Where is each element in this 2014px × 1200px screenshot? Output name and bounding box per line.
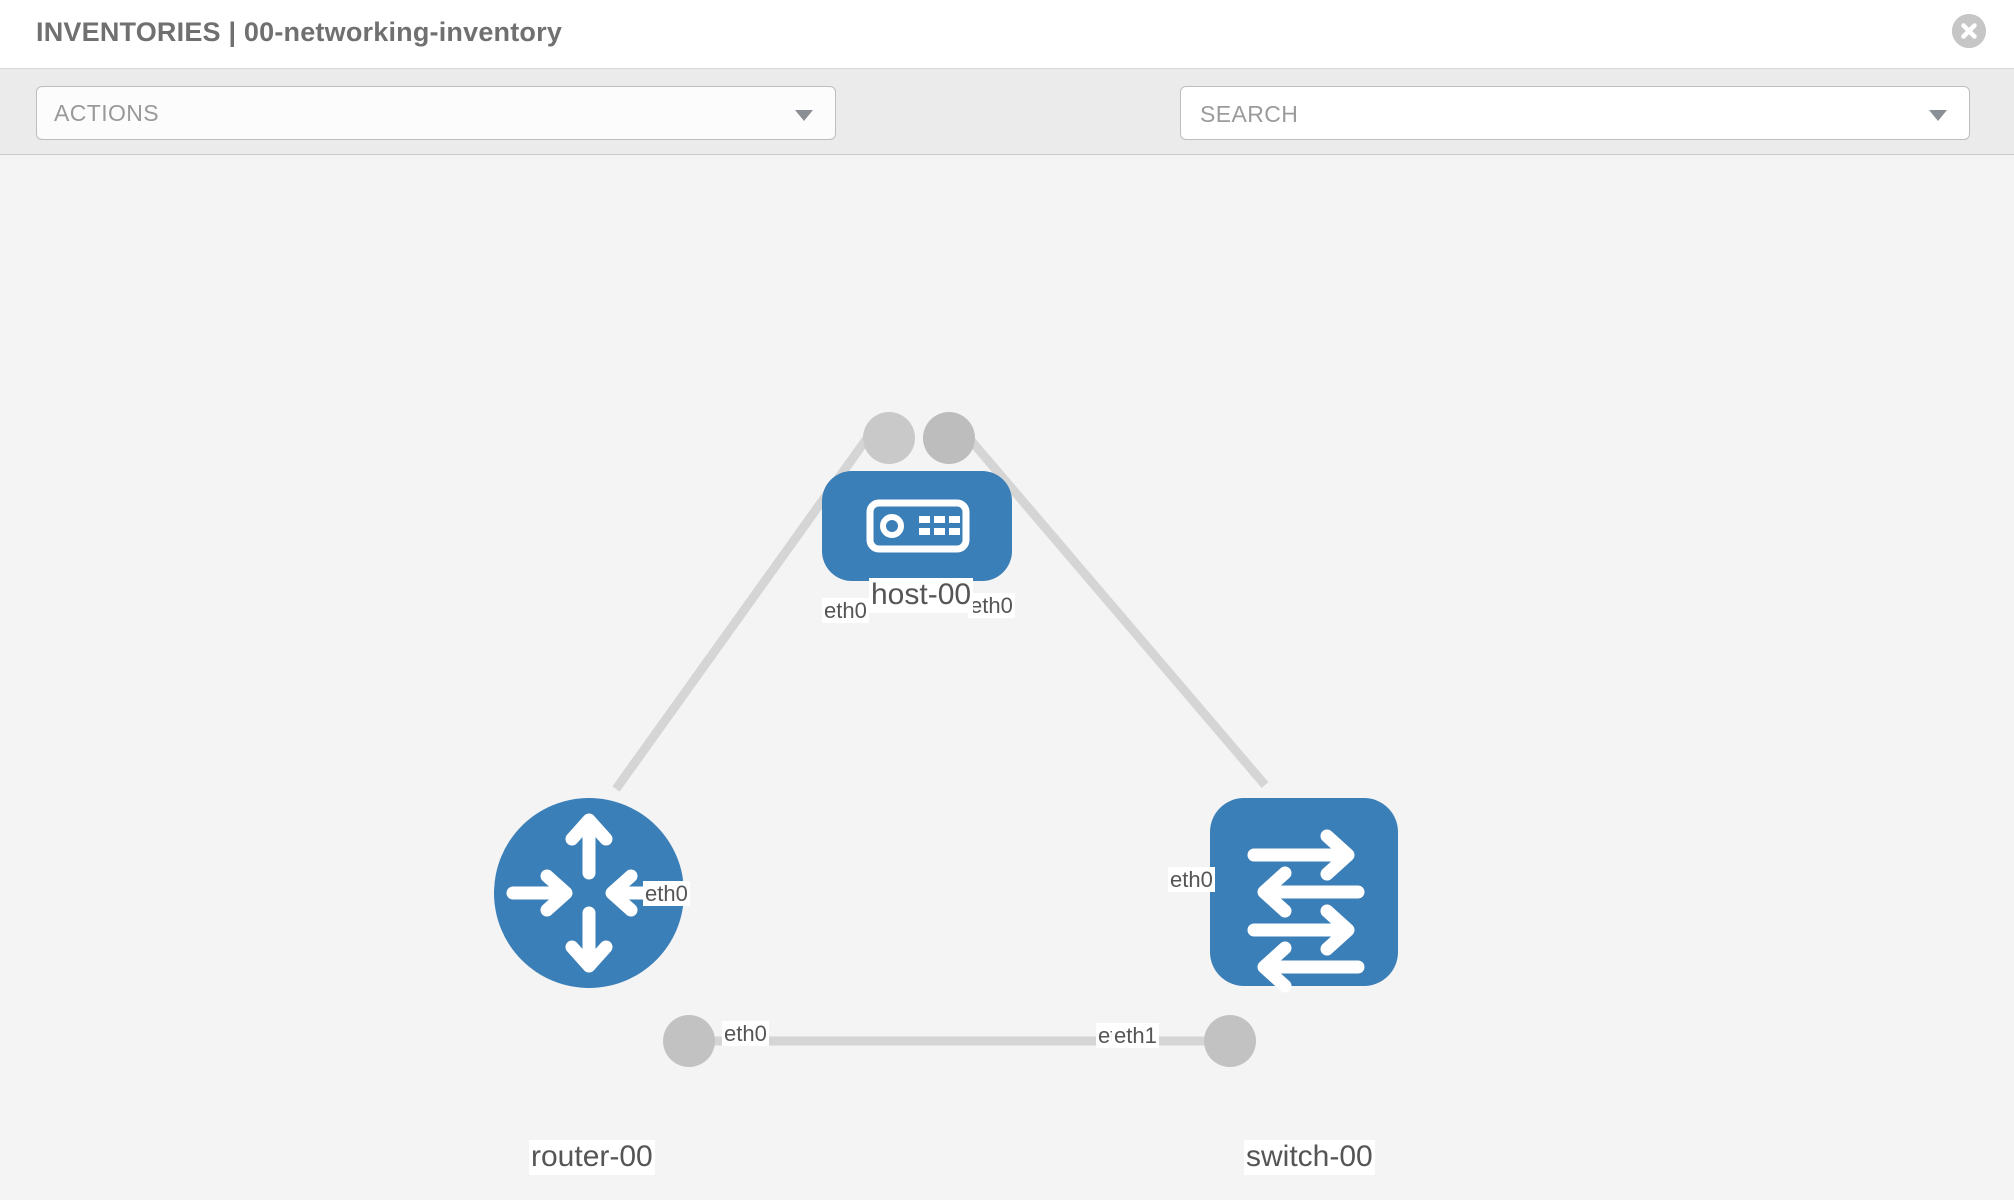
edge-label: eth1 — [1112, 1023, 1159, 1049]
node-switch-00 — [1210, 798, 1398, 993]
edge-label: eth0 — [822, 598, 869, 624]
endpoint-switch00-left — [1204, 1015, 1256, 1067]
edge-label: eth0 — [722, 1021, 769, 1047]
node-host-00 — [822, 471, 1012, 581]
switch-arrows-icon — [1247, 829, 1365, 993]
server-icon — [866, 499, 970, 553]
endpoint-router00-right — [663, 1015, 715, 1067]
actions-dropdown-label: ACTIONS — [54, 100, 160, 126]
chevron-down-icon[interactable] — [1929, 110, 1947, 121]
node-label-host-00: host-00 — [869, 578, 974, 613]
chevron-down-icon — [795, 110, 813, 121]
search-input[interactable] — [1198, 87, 1902, 141]
topology-canvas[interactable]: eth0 eth0 eth0 eth0 eth0 eth eth1 host-0… — [0, 155, 2014, 1200]
edge-host00-switch00 — [952, 420, 1269, 788]
toolbar: ACTIONS — [0, 69, 2014, 195]
edge-label: eth0 — [968, 593, 1015, 619]
node-host-00-shape — [822, 471, 1012, 581]
search-box[interactable] — [1180, 86, 1970, 141]
node-router-00-shape — [494, 798, 684, 988]
edge-label: eth0 — [1168, 867, 1215, 893]
actions-dropdown[interactable]: ACTIONS — [36, 86, 836, 140]
endpoint-host00-right — [923, 412, 975, 464]
endpoint-host00-left — [863, 412, 915, 464]
edge-label: eth0 — [643, 881, 690, 907]
topology-graph — [494, 412, 1398, 1067]
page-title: INVENTORIES | 00-networking-inventory — [36, 17, 563, 47]
node-label-router-00: router-00 — [529, 1140, 655, 1175]
page-header: INVENTORIES | 00-networking-inventory — [0, 0, 2014, 69]
node-label-switch-00: switch-00 — [1244, 1140, 1375, 1175]
close-icon[interactable] — [1952, 14, 1986, 48]
